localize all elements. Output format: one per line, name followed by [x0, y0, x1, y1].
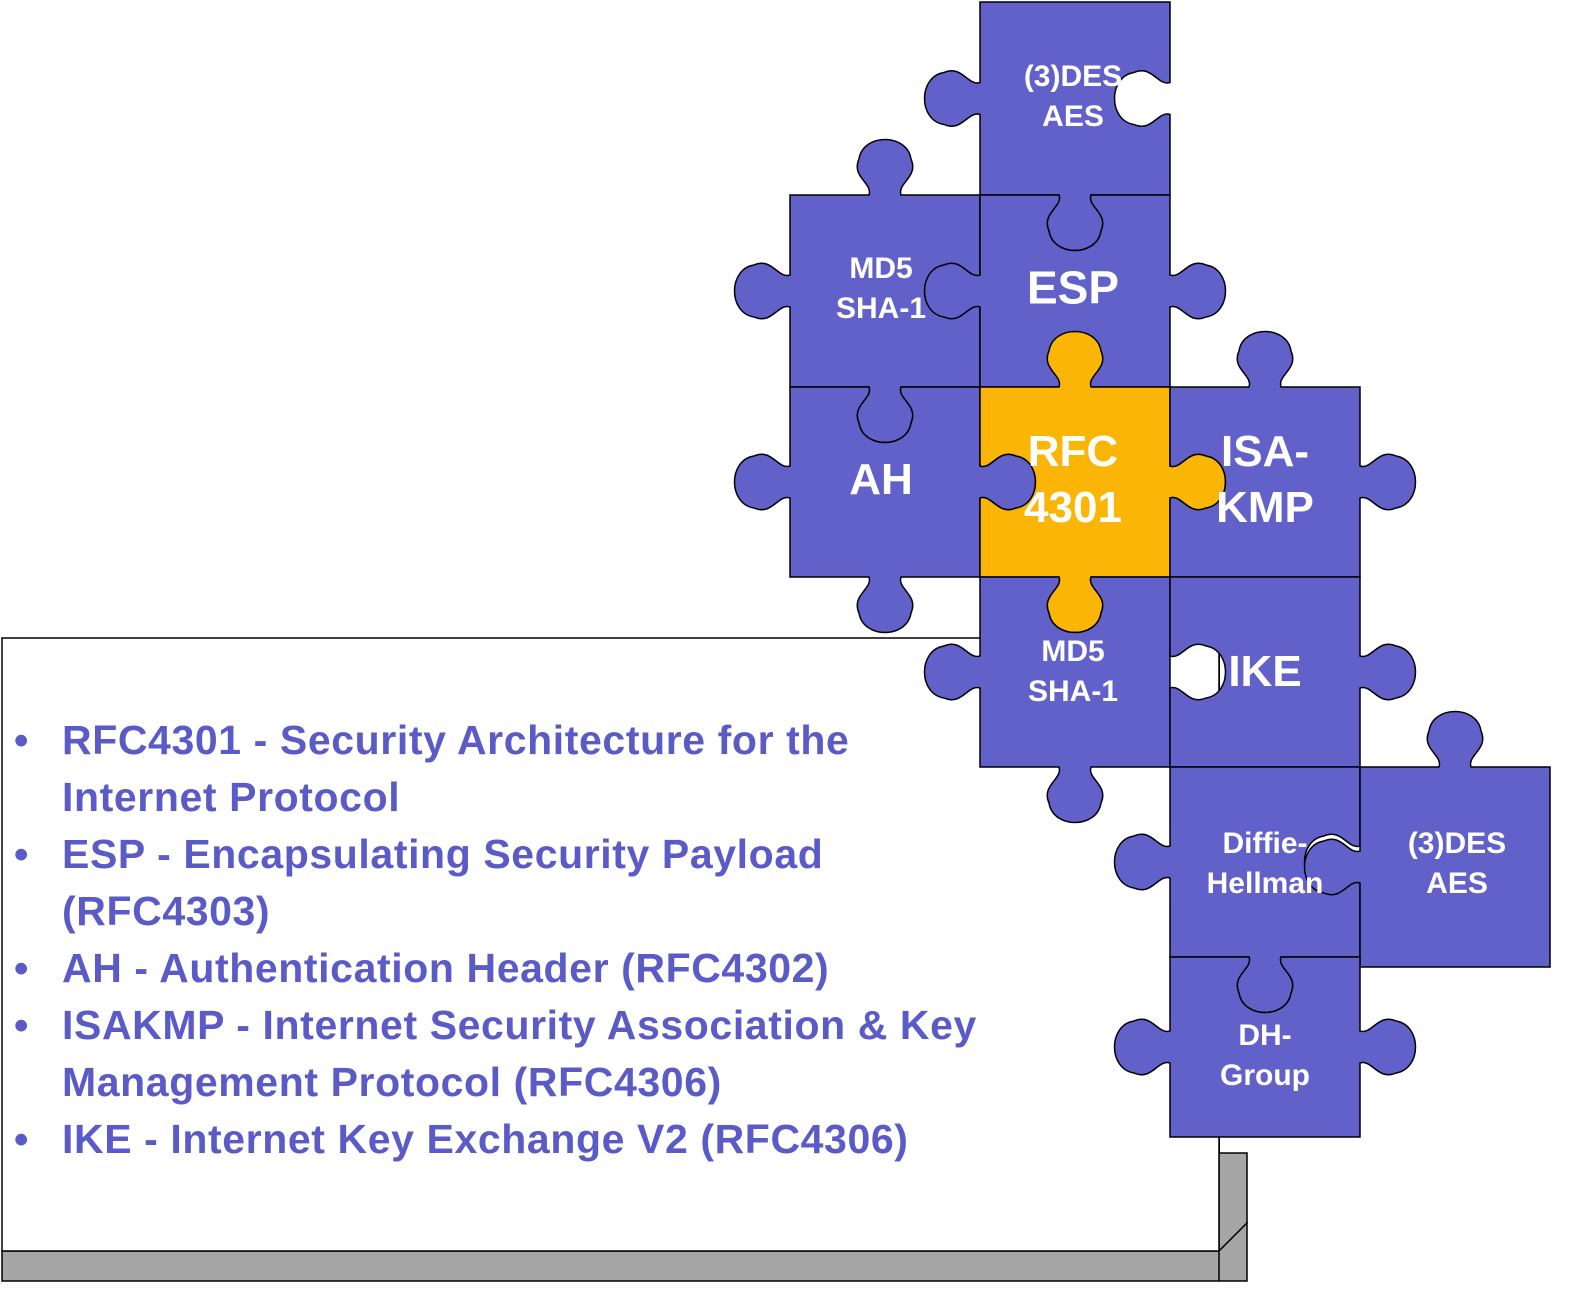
bullet-marker: •	[14, 717, 29, 763]
bullet-text-line: Management Protocol (RFC4306)	[62, 1059, 722, 1105]
bullet-text-line: ISAKMP - Internet Security Association &…	[62, 1002, 977, 1048]
bullet-text-line: (RFC4303)	[62, 888, 271, 934]
bullet-marker: •	[14, 1002, 29, 1048]
hash-label-bottom: SHA-1	[1028, 675, 1118, 708]
bullet-marker: •	[14, 945, 29, 991]
bullet-marker: •	[14, 831, 29, 877]
dh-group-piece	[1113, 956, 1417, 1138]
ah-label: AH	[849, 455, 913, 504]
rfc4301-label: RFC	[1028, 427, 1118, 476]
bullet-text-line: IKE - Internet Key Exchange V2 (RFC4306)	[62, 1116, 909, 1162]
cipher-label-bottom: AES	[1426, 867, 1488, 900]
diffie-hellman-label: Hellman	[1207, 867, 1324, 900]
bullet-item: • IKE - Internet Key Exchange V2 (RFC4306…	[14, 1111, 1164, 1168]
hash-label-top: SHA-1	[836, 292, 926, 325]
bullet-marker: •	[14, 1116, 29, 1162]
bullet-text-line: RFC4301 - Security Architecture for the	[62, 717, 850, 763]
diffie-hellman-label: Diffie-	[1223, 827, 1308, 860]
bullet-list: • RFC4301 - Security Architecture for the…	[14, 712, 1164, 1168]
bullet-text-line: AH - Authentication Header (RFC4302)	[62, 945, 830, 991]
ike-label: IKE	[1228, 647, 1301, 696]
isakmp-label: ISA-	[1221, 427, 1309, 476]
isakmp-piece	[1169, 330, 1417, 578]
dh-group-label: DH-	[1238, 1019, 1291, 1052]
rfc4301-label: 4301	[1024, 483, 1122, 532]
bullet-text-line: ESP - Encapsulating Security Payload	[62, 831, 824, 877]
hash-label-bottom: MD5	[1041, 635, 1104, 668]
dh-group-label: Group	[1220, 1059, 1310, 1092]
bullet-text-line: Internet Protocol	[62, 774, 401, 820]
cipher-piece-bottom	[1303, 710, 1551, 968]
cipher-label-top: AES	[1042, 100, 1104, 133]
bullet-item: • ISAKMP - Internet Security Association …	[14, 997, 1164, 1111]
esp-label: ESP	[1027, 262, 1119, 314]
cipher-label-top: (3)DES	[1024, 60, 1122, 93]
hash-label-top: MD5	[849, 252, 912, 285]
bullet-item: • RFC4301 - Security Architecture for the…	[14, 712, 1164, 826]
cipher-label-bottom: (3)DES	[1408, 827, 1506, 860]
isakmp-label: KMP	[1216, 483, 1314, 532]
bullet-item: • AH - Authentication Header (RFC4302)	[14, 940, 1164, 997]
bullet-item: • ESP - Encapsulating Security Payload (RF…	[14, 826, 1164, 940]
hash-piece-bottom	[923, 576, 1171, 824]
